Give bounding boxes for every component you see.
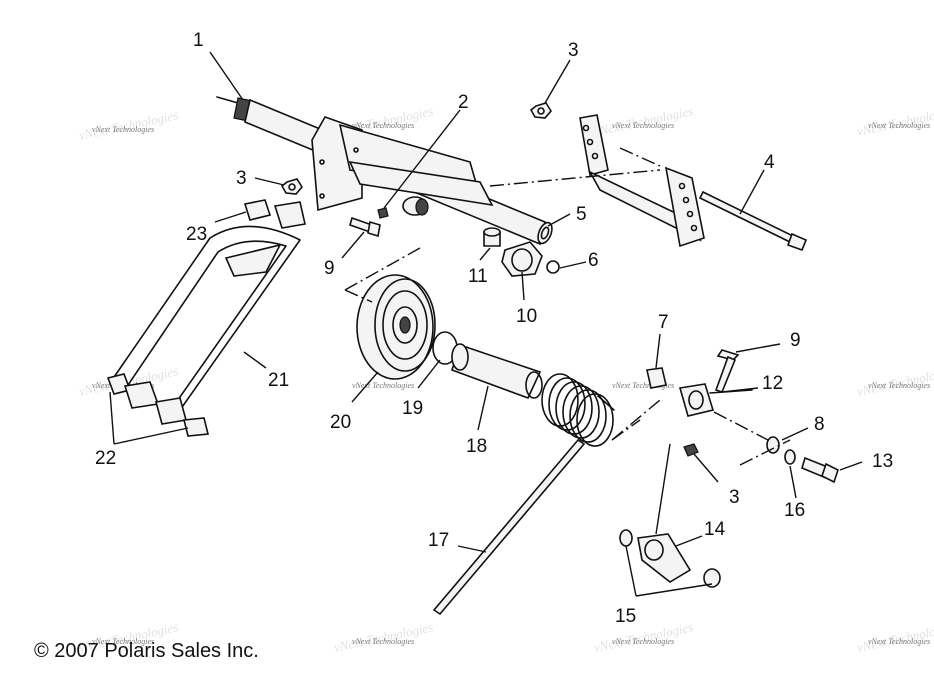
watermark: vNext Technologies (92, 637, 154, 646)
watermark: vNext Technologies (868, 121, 930, 130)
callout-8: 8 (814, 414, 825, 435)
callout-22: 22 (95, 448, 116, 469)
callout-12: 12 (762, 373, 783, 394)
long-bolt-part (698, 190, 808, 252)
rear-bracket-part (579, 114, 705, 248)
callout-1: 1 (193, 30, 204, 51)
watermark: vNext Technologies (92, 125, 154, 134)
torsion-spring-part (432, 373, 615, 616)
callout-6: 6 (588, 250, 599, 271)
callout-14: 14 (704, 519, 726, 540)
callout-13: 13 (872, 451, 893, 472)
callout-3-left: 3 (236, 168, 247, 189)
callout-19: 19 (402, 398, 423, 419)
callout-5: 5 (576, 204, 587, 225)
callout-10: 10 (516, 306, 537, 327)
callout-21: 21 (268, 370, 289, 391)
watermark: vNext Technologies (868, 381, 930, 390)
callout-3-top: 3 (568, 40, 579, 61)
callout-2: 2 (458, 92, 469, 113)
watermark: vNext Technologies (612, 381, 674, 390)
callout-3-lower: 3 (729, 487, 740, 508)
callout-20: 20 (330, 412, 351, 433)
callout-23: 23 (186, 224, 207, 245)
idler-wheel-part (356, 274, 458, 380)
callout-11: 11 (468, 266, 488, 287)
leader-lines (109, 51, 863, 597)
callout-15: 15 (615, 606, 636, 627)
callout-16: 16 (784, 500, 805, 521)
watermark: vNext Technologies (612, 121, 674, 130)
front-bracket-part (311, 116, 494, 212)
watermark: vNext Technologies (612, 637, 674, 646)
swing-arm-part (106, 225, 301, 437)
callout-18: 18 (466, 436, 487, 457)
callout-17: 17 (428, 530, 449, 551)
sleeve-part (451, 343, 543, 400)
callout-labels: 1 2 3 3 3 4 5 6 7 8 9 9 10 11 12 13 14 1… (95, 30, 893, 627)
alignment-lines (344, 147, 791, 466)
hardware-parts (243, 102, 839, 588)
callout-7: 7 (658, 312, 669, 333)
callout-4: 4 (764, 152, 775, 173)
watermark: vNext Technologies (868, 637, 930, 646)
watermark: vNext Technologies (352, 637, 414, 646)
callout-9-left: 9 (324, 258, 335, 279)
watermark: vNext Technologies (352, 121, 414, 130)
watermark: vNext Technologies (352, 381, 414, 390)
copyright-notice: © 2007 Polaris Sales Inc. (34, 640, 259, 662)
callout-9-right: 9 (790, 330, 801, 351)
